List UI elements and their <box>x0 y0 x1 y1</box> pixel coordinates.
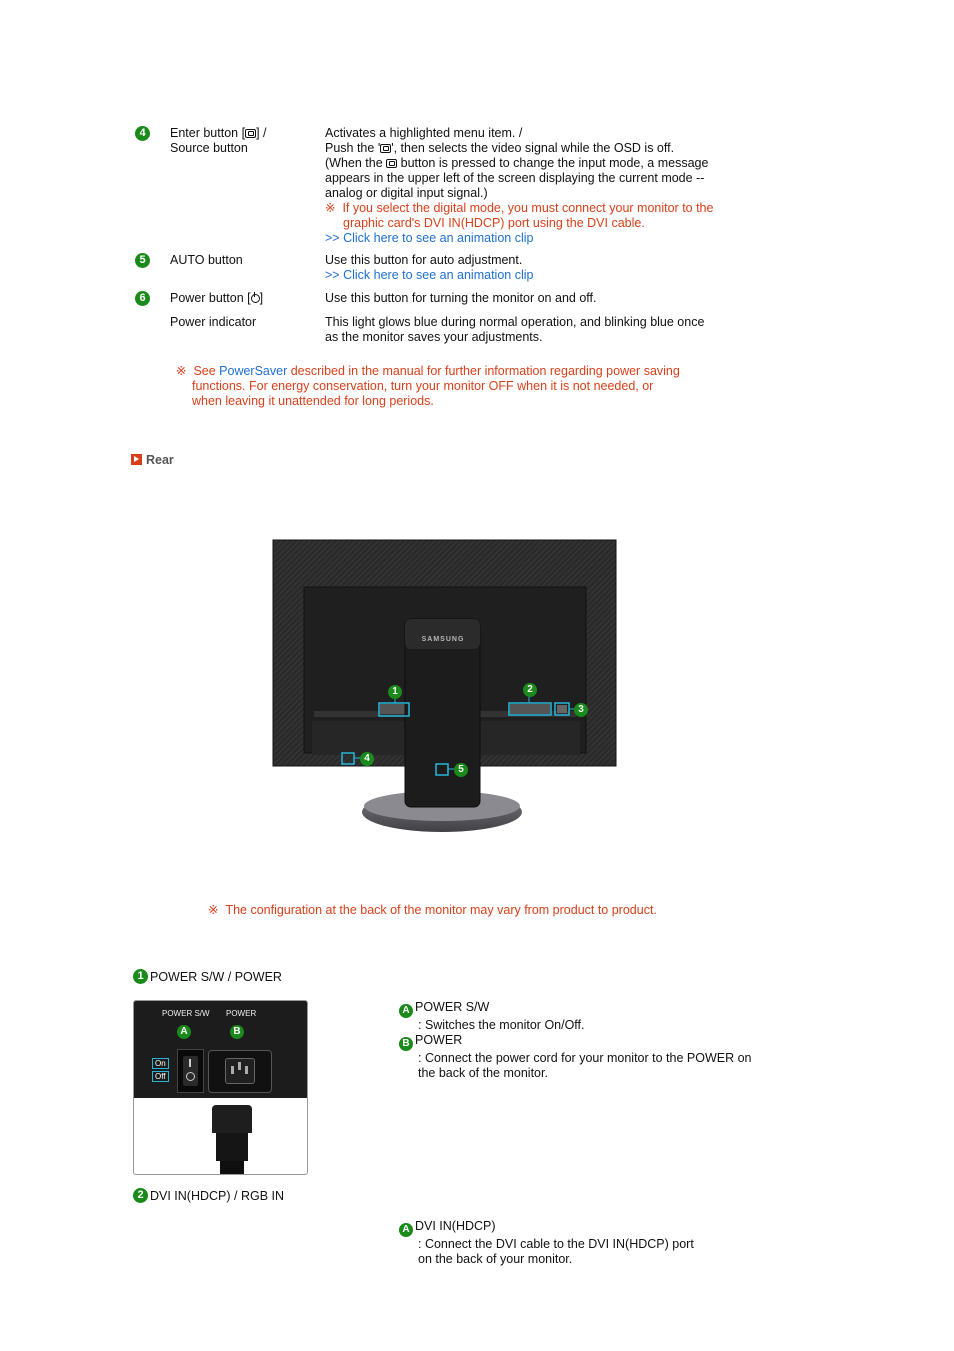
section-title-power: POWER S/W / POWER <box>150 970 282 984</box>
powersaver-link[interactable]: PowerSaver <box>219 364 288 378</box>
desc-line: as the monitor saves your adjustments. <box>325 330 543 344</box>
label-text: ] / <box>256 126 267 140</box>
label-text: ] <box>259 291 264 305</box>
power-plug <box>212 1105 252 1174</box>
label-text: Power button [ <box>170 291 251 305</box>
desc-line: This light glows blue during normal oper… <box>325 315 705 329</box>
desc-line: Push the ' ', then selects the video sign… <box>325 141 713 156</box>
power-desc: the back of the monitor. <box>418 1066 548 1080</box>
auto-button-label: AUTO button <box>170 253 243 267</box>
dvi-desc: : Connect the DVI cable to the DVI IN(HD… <box>418 1237 694 1251</box>
power-indicator-description: This light glows blue during normal oper… <box>325 315 704 345</box>
desc-line: Use this button for auto adjustment. <box>325 253 523 267</box>
power-icon <box>250 292 260 303</box>
item-number-badge: 6 <box>135 291 150 306</box>
note-text: See <box>193 364 220 378</box>
desc-line: appears in the upper left of the screen … <box>325 171 705 185</box>
badge-a: A <box>399 1223 413 1237</box>
callout-badge: 4 <box>360 752 374 766</box>
power-socket <box>208 1050 272 1093</box>
dvi-desc: on the back of your monitor. <box>418 1252 573 1266</box>
auto-button-description: Use this button for auto adjustment. >> … <box>325 253 533 283</box>
desc-line: Activates a highlighted menu item. / <box>325 126 523 140</box>
off-label: Off <box>152 1071 169 1082</box>
source-button-label: Source button <box>170 141 248 155</box>
desc-text: ', then selects the video signal while t… <box>391 141 675 155</box>
power-switch-photo: POWER S/W POWER A B On Off <box>133 1000 308 1175</box>
badge-b: B <box>230 1025 244 1039</box>
arrow-icon <box>131 454 142 465</box>
animation-clip-link[interactable]: >> Click here to see an animation clip <box>325 231 534 245</box>
note-mark: ※ <box>208 903 219 917</box>
enter-icon <box>245 129 257 138</box>
note-mark: ※ <box>176 364 187 378</box>
note-line: when leaving it unattended for long peri… <box>192 394 434 408</box>
monitor-rear-image: SAMSUNG 1 2 3 4 5 <box>272 539 617 834</box>
note-text: If you select the digital mode, you must… <box>342 201 714 215</box>
power-indicator-label: Power indicator <box>170 315 257 329</box>
note-line: functions. For energy conservation, turn… <box>192 379 654 393</box>
power-button-description: Use this button for turning the monitor … <box>325 291 597 305</box>
monitor-rear-svg <box>272 539 617 832</box>
note-line: ※ See PowerSaver described in the manual… <box>176 364 680 379</box>
enter-icon <box>380 144 392 153</box>
note-mark: ※ <box>325 201 336 215</box>
desc-text: (When the <box>325 156 387 170</box>
rear-heading: Rear <box>131 453 174 468</box>
digital-mode-note-line2: graphic card's DVI IN(HDCP) port using t… <box>343 216 645 230</box>
item-number-badge: 5 <box>135 253 150 268</box>
digital-mode-note: ※ If you select the digital mode, you mu… <box>325 201 713 216</box>
badge-a: A <box>177 1025 191 1039</box>
power-sw-desc: : Switches the monitor On/Off. <box>418 1018 585 1032</box>
callout-badge: 1 <box>388 685 402 699</box>
callout-badge: 2 <box>523 683 537 697</box>
section-number-badge: 1 <box>133 969 148 984</box>
section-title-dvi: DVI IN(HDCP) / RGB IN <box>150 1189 285 1203</box>
power-desc: : Connect the power cord for your monito… <box>418 1051 752 1065</box>
animation-clip-link[interactable]: >> Click here to see an animation clip <box>325 268 534 282</box>
powersaver-note: ※ See PowerSaver described in the manual… <box>176 364 680 409</box>
label-text: Enter button [ <box>170 126 246 140</box>
configuration-note: ※ The configuration at the back of the m… <box>208 903 657 918</box>
enter-button-label: Enter button [ ] / <box>170 126 266 141</box>
item-number-badge: 4 <box>135 126 150 141</box>
section-number-badge: 2 <box>133 1188 148 1203</box>
photo-label-sw: POWER S/W <box>162 1009 210 1018</box>
callout-badge: 3 <box>574 703 588 717</box>
desc-text: Push the ' <box>325 141 381 155</box>
enter-icon <box>386 159 398 168</box>
note-text: The configuration at the back of the mon… <box>225 903 657 917</box>
title-text: POWER <box>415 1033 463 1047</box>
title-text: POWER S/W <box>415 1000 490 1014</box>
desc-line: (When the button is pressed to change th… <box>325 156 713 171</box>
power-button-label: Power button [] <box>170 291 263 306</box>
badge-b: B <box>399 1037 413 1051</box>
rear-heading-text: Rear <box>146 453 174 467</box>
callout-badge: 5 <box>454 763 468 777</box>
desc-text: button is pressed to change the input mo… <box>397 156 709 170</box>
brand-logo: SAMSUNG <box>421 636 465 643</box>
enter-button-description: Activates a highlighted menu item. / Pus… <box>325 126 713 246</box>
photo-label-power: POWER <box>226 1009 257 1018</box>
on-label: On <box>152 1058 169 1069</box>
desc-line: analog or digital input signal.) <box>325 186 488 200</box>
badge-a: A <box>399 1004 413 1018</box>
rocker-switch <box>177 1049 204 1093</box>
note-text: described in the manual for further info… <box>287 364 680 378</box>
title-text: DVI IN(HDCP) <box>415 1219 496 1233</box>
